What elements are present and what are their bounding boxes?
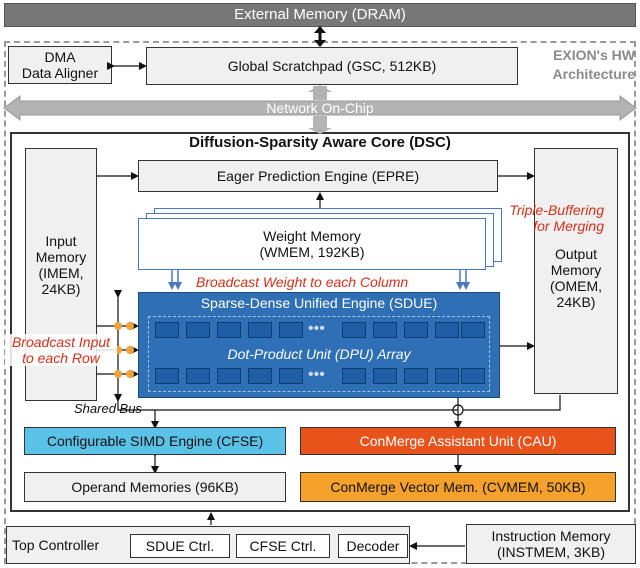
broadcast-dot bbox=[126, 346, 134, 354]
dpu-cell bbox=[248, 322, 272, 338]
dpu-cell bbox=[373, 322, 397, 338]
architecture-title-line1: EXION's HW bbox=[553, 47, 635, 63]
dpu-cell bbox=[342, 322, 366, 338]
triple-buffering-line2: for Merging bbox=[533, 218, 604, 235]
dpu-cell bbox=[155, 322, 179, 338]
dpu-cell bbox=[155, 368, 179, 384]
output-memory-block: Output Memory (OMEM, 24KB) bbox=[534, 148, 618, 394]
cfse-ctrl-block: CFSE Ctrl. bbox=[236, 534, 330, 558]
cau-block: ConMerge Assistant Unit (CAU) bbox=[300, 427, 616, 455]
broadcast-input-label: Broadcast Input to each Row bbox=[5, 334, 117, 367]
dpu-cell bbox=[186, 322, 210, 338]
triple-buffering-line1: Triple-Buffering bbox=[509, 202, 604, 218]
external-memory-bar: External Memory (DRAM) bbox=[4, 3, 636, 27]
dpu-array-label: Dot-Product Unit (DPU) Array bbox=[227, 346, 411, 362]
cau-label: ConMerge Assistant Unit (CAU) bbox=[359, 432, 557, 449]
output-memory-line2: Memory bbox=[550, 262, 602, 279]
external-memory-label: External Memory (DRAM) bbox=[234, 6, 406, 24]
broadcast-dot bbox=[114, 346, 122, 354]
dpu-cell bbox=[186, 368, 210, 384]
dma-label: DMA bbox=[44, 48, 76, 65]
dpu-cell bbox=[373, 368, 397, 384]
dpu-cell bbox=[279, 368, 303, 384]
dpu-array-frame bbox=[148, 316, 490, 392]
noc-label: Network On-Chip bbox=[266, 100, 374, 116]
weight-memory-line2: (WMEM, 192KB) bbox=[259, 244, 365, 260]
input-memory-line3: (IMEM, bbox=[38, 265, 84, 282]
dpu-cell bbox=[404, 368, 428, 384]
noc-arrow bbox=[3, 95, 637, 121]
sdue-ctrl-label: SDUE Ctrl. bbox=[145, 537, 215, 554]
weight-memory-line1: Weight Memory bbox=[263, 227, 361, 244]
architecture-title-line2: Architecture bbox=[552, 66, 635, 83]
dpu-cell bbox=[435, 368, 459, 384]
instruction-memory-block: Instruction Memory (INSTMEM, 3KB) bbox=[466, 524, 636, 564]
cvmem-label: ConMerge Vector Mem. (CVMEM, 50KB) bbox=[330, 478, 586, 495]
cfse-block: Configurable SIMD Engine (CFSE) bbox=[24, 427, 286, 455]
output-memory-line1: Output bbox=[554, 246, 598, 262]
dpu-cell bbox=[404, 322, 428, 338]
cvmem-block: ConMerge Vector Mem. (CVMEM, 50KB) bbox=[300, 472, 616, 502]
broadcast-input-line1: Broadcast Input bbox=[11, 334, 111, 350]
data-aligner-label: Data Aligner bbox=[21, 65, 99, 81]
decoder-block: Decoder bbox=[338, 534, 408, 558]
dpu-cell bbox=[461, 322, 485, 338]
gsc-label: Global Scratchpad (GSC, 512KB) bbox=[227, 57, 437, 74]
broadcast-dot bbox=[126, 322, 134, 330]
sdue-title: Sparse-Dense Unified Engine (SDUE) bbox=[200, 295, 438, 311]
instruction-memory-line1: Instruction Memory bbox=[491, 527, 611, 544]
epre-block: Eager Prediction Engine (EPRE) bbox=[138, 160, 498, 192]
broadcast-dot bbox=[114, 322, 122, 330]
input-memory-line1: Input bbox=[45, 233, 77, 249]
dpu-cell bbox=[342, 368, 366, 384]
input-memory-line2: Memory bbox=[35, 249, 87, 266]
operand-memories-label: Operand Memories (96KB) bbox=[71, 478, 239, 495]
broadcast-dot bbox=[126, 370, 134, 378]
decoder-label: Decoder bbox=[346, 537, 400, 554]
shared-bus-label: Shared Bus bbox=[74, 401, 142, 416]
global-scratchpad: Global Scratchpad (GSC, 512KB) bbox=[146, 47, 518, 85]
dpu-cell bbox=[279, 322, 303, 338]
dsc-title: Diffusion-Sparsity Aware Core (DSC) bbox=[189, 134, 451, 151]
dma-block: DMA Data Aligner bbox=[8, 46, 112, 84]
broadcast-dot bbox=[114, 370, 122, 378]
dpu-ellipsis-bottom: ••• bbox=[308, 366, 325, 383]
triple-buffering-label: Triple-Buffering for Merging bbox=[490, 202, 604, 234]
input-memory-line4: 24KB) bbox=[41, 281, 81, 298]
architecture-title: EXION's HW Architecture bbox=[527, 47, 635, 82]
weight-memory-block: Weight Memory (WMEM, 192KB) bbox=[138, 218, 486, 270]
sdue-ctrl-block: SDUE Ctrl. bbox=[130, 534, 230, 558]
dpu-cell bbox=[217, 368, 241, 384]
output-memory-line4: 24KB) bbox=[556, 294, 596, 311]
operand-memories-block: Operand Memories (96KB) bbox=[24, 472, 286, 502]
instruction-memory-line2: (INSTMEM, 3KB) bbox=[496, 544, 606, 560]
dpu-ellipsis-top: ••• bbox=[308, 320, 325, 337]
epre-label: Eager Prediction Engine (EPRE) bbox=[216, 167, 420, 184]
dpu-cell bbox=[435, 322, 459, 338]
broadcast-input-line2: to each Row bbox=[22, 350, 100, 367]
dpu-cell bbox=[461, 368, 485, 384]
dpu-cell bbox=[248, 368, 272, 384]
cfse-ctrl-label: CFSE Ctrl. bbox=[249, 537, 317, 554]
cfse-label: Configurable SIMD Engine (CFSE) bbox=[46, 432, 264, 449]
dpu-cell bbox=[217, 322, 241, 338]
output-memory-line3: (OMEM, bbox=[549, 278, 603, 295]
top-controller-label: Top Controller bbox=[12, 537, 100, 553]
broadcast-weight-label: Broadcast Weight to each Column bbox=[196, 274, 409, 290]
